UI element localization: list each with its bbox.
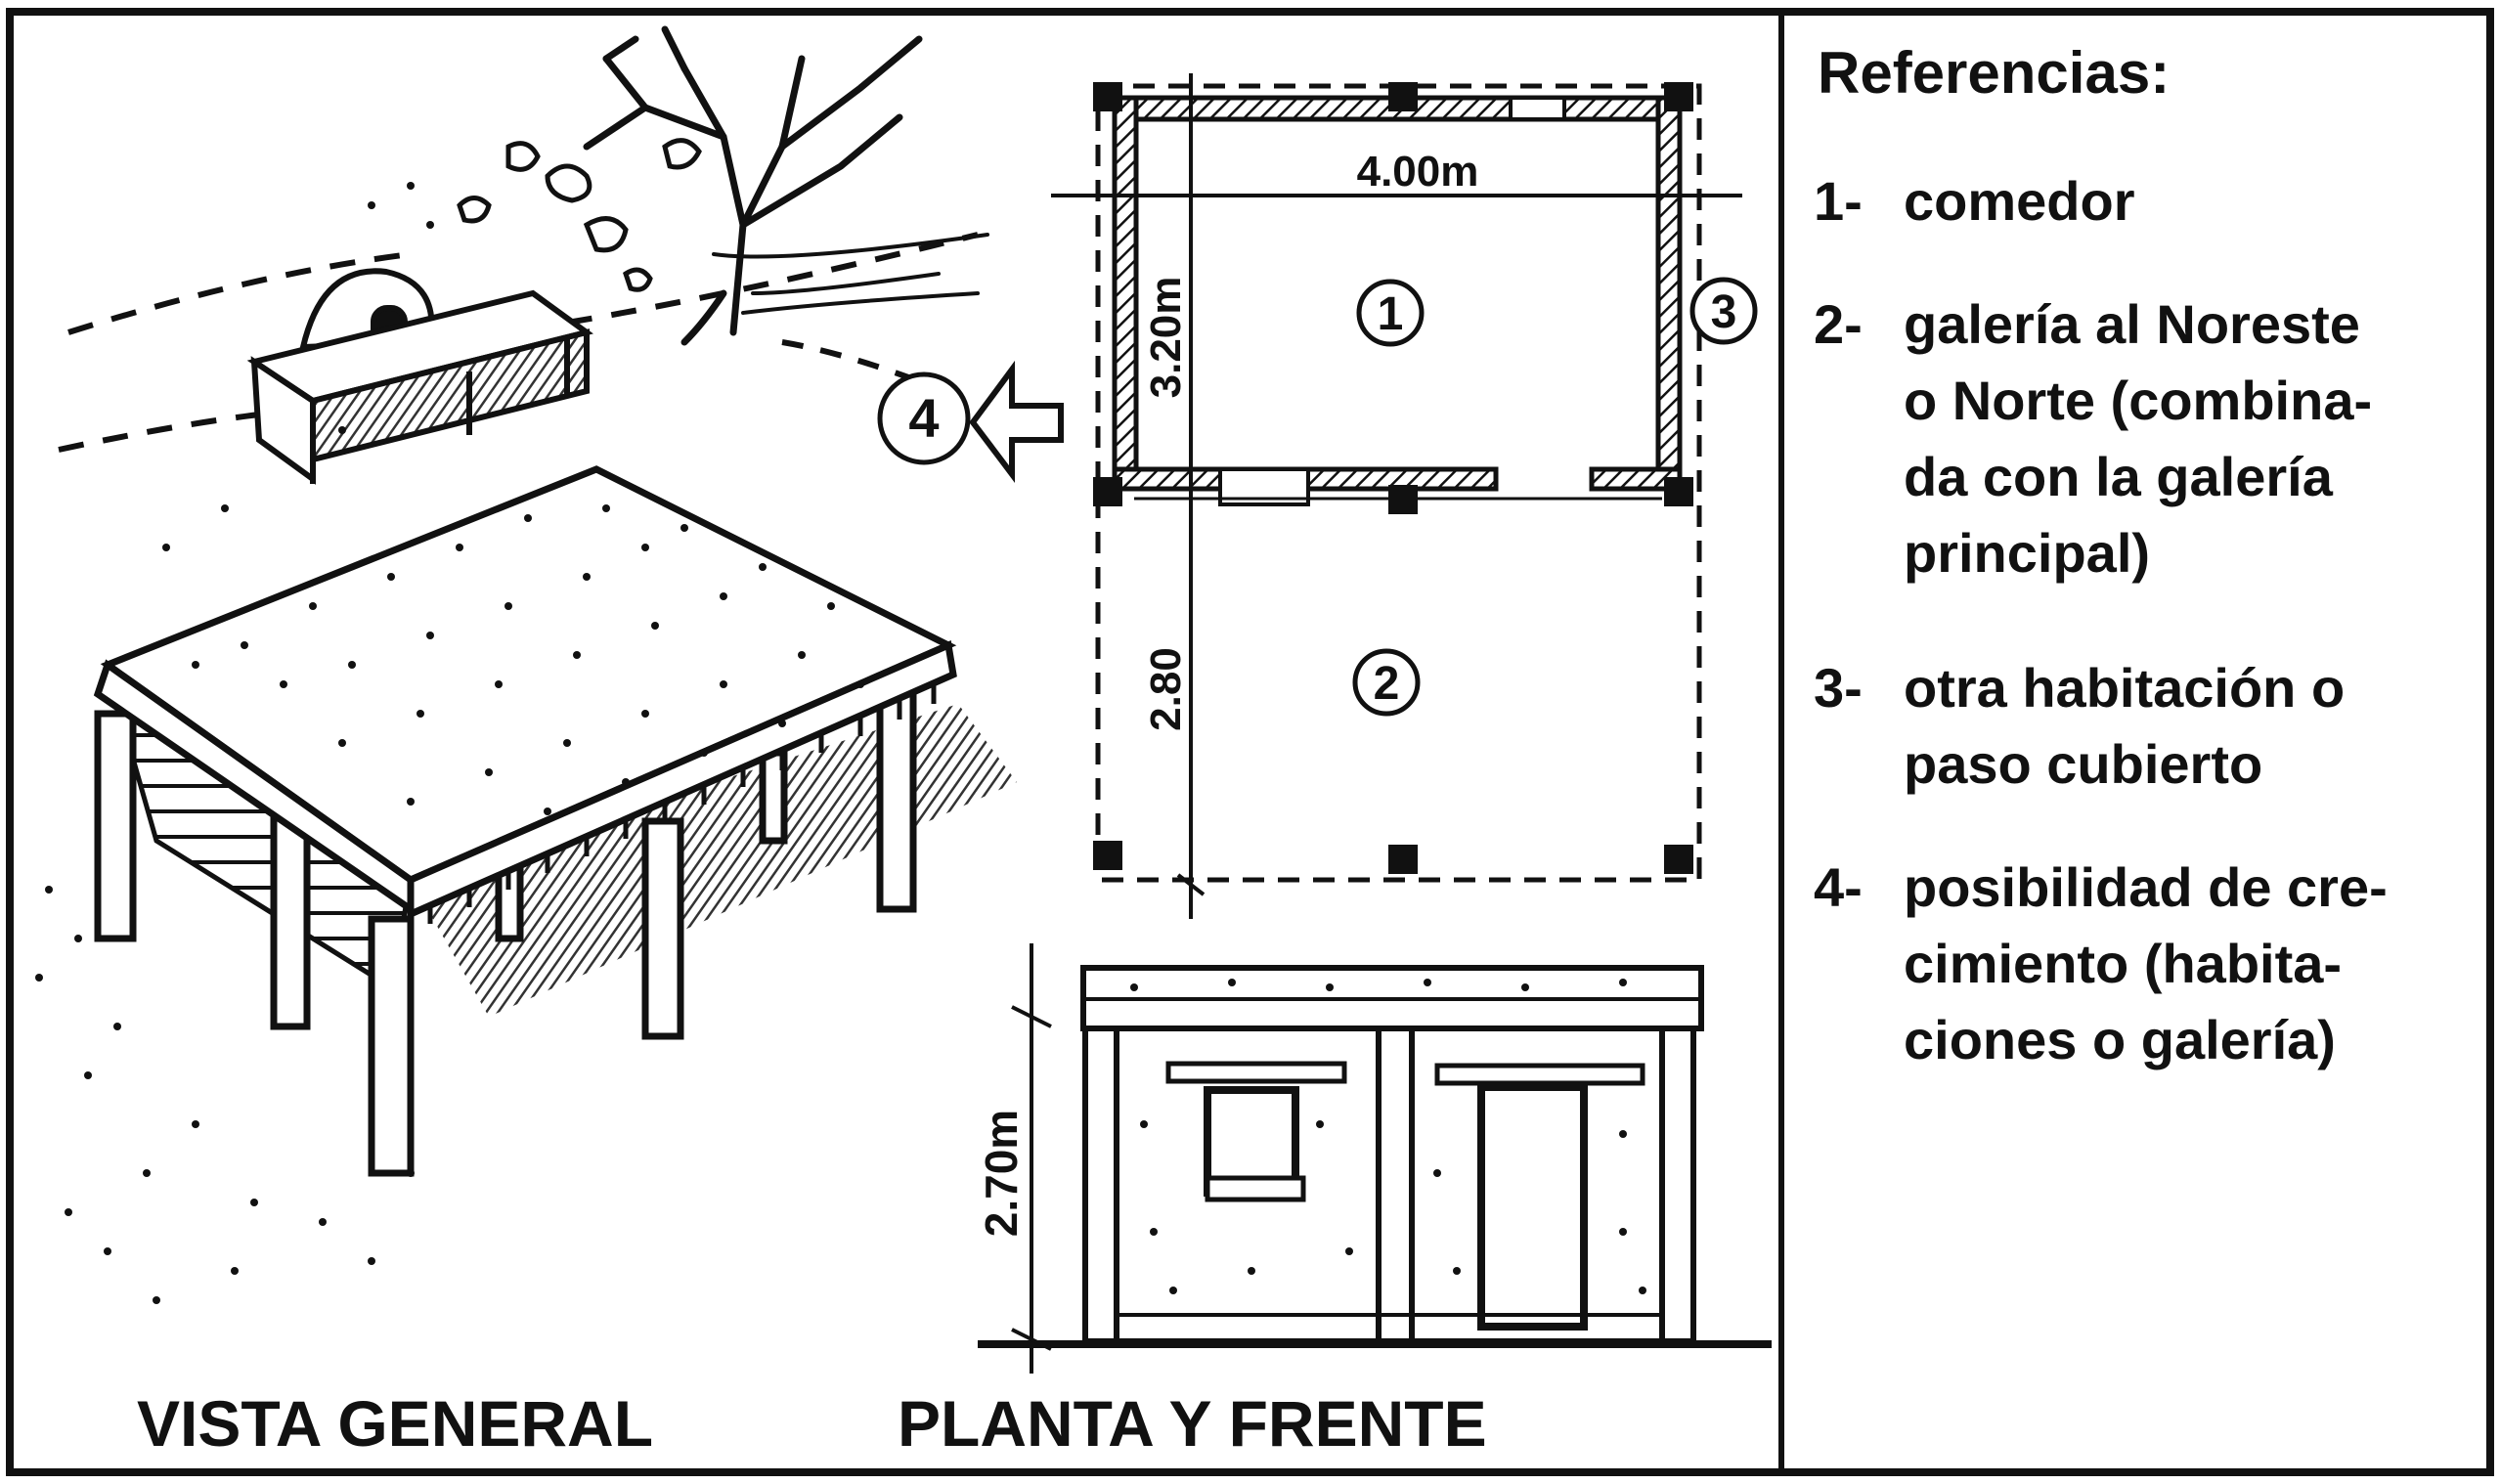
- ground-texture: [35, 182, 434, 1304]
- window-north: [1509, 96, 1566, 121]
- marker-2: 2: [1374, 658, 1400, 710]
- roof-texture: [192, 504, 864, 815]
- reference-number: 2-: [1814, 293, 1863, 355]
- caption-plan-front: PLANTA Y FRENTE: [898, 1387, 1487, 1460]
- columns: [1093, 82, 1693, 874]
- dim-gallery-depth: 2.80: [1142, 647, 1190, 731]
- pavilion: [93, 465, 1017, 1177]
- reference-line: principal): [1904, 522, 2151, 584]
- caption-general-view: VISTA GENERAL: [137, 1387, 654, 1460]
- reference-text: comedor: [1904, 163, 2478, 240]
- reference-line: ciones o galería): [1904, 1009, 2336, 1070]
- reference-number: 4-: [1814, 856, 1863, 918]
- oven-bench: [246, 268, 593, 485]
- reference-line: o Norte (combina-: [1904, 370, 2373, 431]
- reference-line: paso cubierto: [1904, 733, 2263, 795]
- references-title: Referencias:: [1818, 40, 2171, 106]
- reference-number: 1-: [1814, 170, 1863, 232]
- marker-4: 4: [908, 387, 939, 449]
- dim-width: 4.00m: [1357, 148, 1479, 196]
- reference-line: cimiento (habita-: [1904, 933, 2343, 994]
- reference-text: otra habitación o paso cubierto: [1904, 650, 2478, 803]
- tree: [583, 25, 989, 346]
- front-elevation: [978, 943, 1772, 1374]
- general-view-drawing: [35, 25, 1017, 1304]
- foliage: [457, 138, 702, 292]
- marker-3: 3: [1711, 286, 1737, 338]
- reference-item-1: 1- comedor: [1814, 163, 2478, 240]
- reference-item-3: 3- otra habitación o paso cubierto: [1814, 650, 2478, 803]
- reference-line: comedor: [1904, 170, 2135, 232]
- reference-item-2: 2- galería al Noreste o Norte (combina- …: [1814, 286, 2478, 591]
- references-panel: Referencias: 1- comedor 2- galería al No…: [1814, 39, 2478, 1078]
- reference-line: posibilidad de cre-: [1904, 856, 2388, 918]
- facade-texture: [1130, 979, 1646, 1294]
- reference-number: 3-: [1814, 657, 1863, 719]
- wall-east: [1655, 95, 1683, 492]
- reference-line: otra habitación o: [1904, 657, 2346, 719]
- dim-height: 2.70m: [976, 1110, 1027, 1237]
- arrow-icon: [969, 360, 1064, 483]
- reference-text: galería al Noreste o Norte (combina- da …: [1904, 286, 2478, 591]
- wall-west: [1112, 95, 1139, 492]
- reference-item-4: 4- posibilidad de cre- cimiento (habita-…: [1814, 850, 2478, 1078]
- reference-text: posibilidad de cre- cimiento (habita- ci…: [1904, 850, 2478, 1078]
- reference-line: galería al Noreste: [1904, 293, 2360, 355]
- dim-room-depth: 3.20m: [1142, 277, 1190, 399]
- outer-border: [6, 8, 2494, 1476]
- marker-1: 1: [1378, 288, 1404, 340]
- reference-line: da con la galería: [1904, 446, 2333, 507]
- floor-plan: [877, 73, 1758, 919]
